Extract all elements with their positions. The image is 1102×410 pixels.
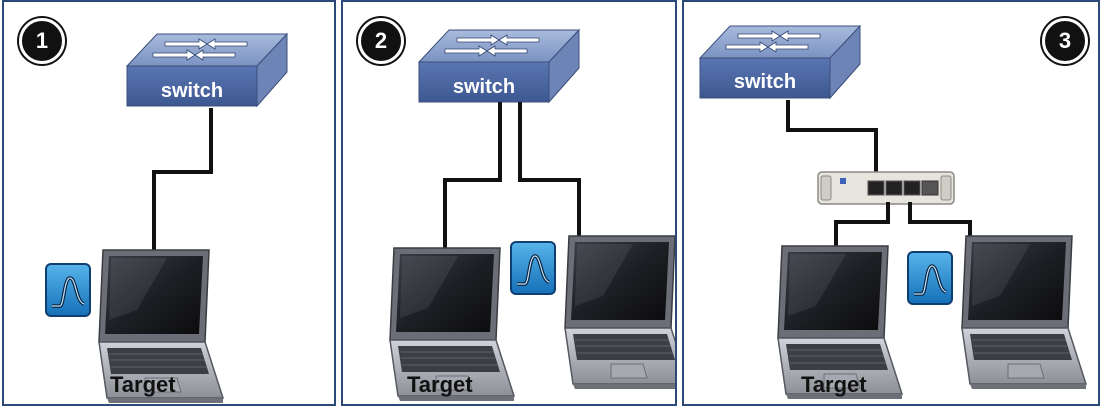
laptop-icon [961,235,1087,390]
panel-3-diagram: switch [699,25,1087,400]
panel-1: switch 1 Target [2,0,336,406]
switch-label: switch [161,80,223,102]
ethernet-cable [443,102,502,250]
step-badge-3: 3 [1042,18,1088,64]
step-badge-1: 1 [19,18,65,64]
wireshark-shark-fin-icon [44,262,92,318]
wireshark-shark-fin-icon [906,250,954,306]
laptop-icon [564,235,675,390]
switch-label: switch [734,71,796,93]
ethernet-cable [518,102,581,242]
target-label: Target [801,372,867,397]
panel-3: switch 3 Target [682,0,1100,406]
network-tap-icon [817,171,955,205]
ethernet-cable [834,202,890,246]
panel-2: switch 2 Target [341,0,677,406]
step-badge-2: 2 [358,18,404,64]
wireshark-shark-fin-icon [509,240,557,296]
switch-label: switch [453,76,515,98]
target-label: Target [110,372,176,397]
ethernet-cable [908,202,972,238]
ethernet-cable [786,100,878,184]
panel-2-diagram: switch [389,29,675,402]
target-label: Target [407,372,473,397]
panel-1-diagram: switch [44,33,288,404]
ethernet-cable [152,108,213,252]
